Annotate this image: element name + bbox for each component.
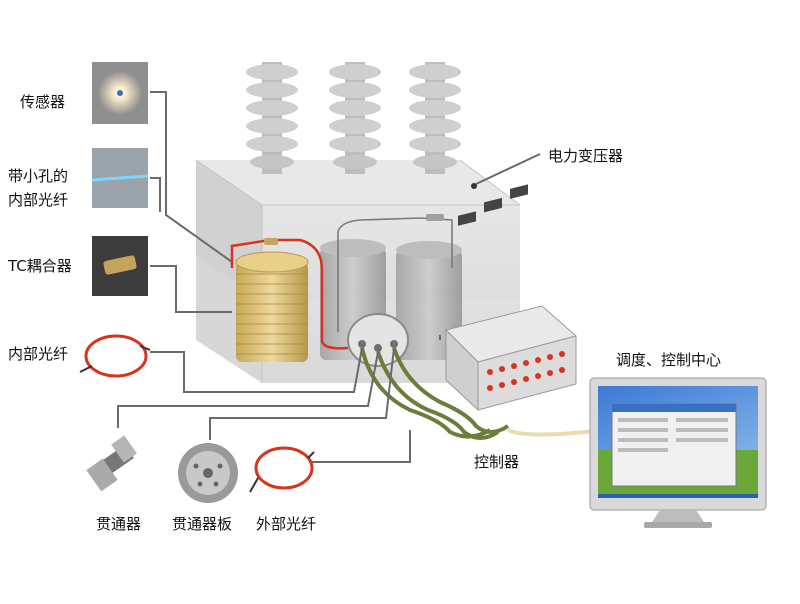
feedthrough-image — [86, 435, 137, 492]
coil-winding — [235, 251, 309, 362]
tc-coupler-thumbnail — [92, 236, 148, 296]
tc-coupler-in-tank — [426, 214, 444, 221]
label-sensor: 传感器 — [20, 93, 66, 111]
label-controller: 控制器 — [474, 453, 520, 471]
feedthrough-plate-image — [178, 443, 238, 503]
inner-fiber-path — [230, 238, 349, 350]
monitor — [589, 377, 767, 528]
insulator-2 — [329, 62, 381, 174]
label-tc-coupler: TC耦合器 — [8, 257, 72, 275]
outer-fiber-image — [249, 446, 315, 493]
insulator-1 — [246, 62, 298, 174]
label-outer-fiber: 外部光纤 — [256, 515, 317, 533]
label-inner-fiber-hole-line2: 内部光纤 — [8, 191, 69, 209]
external-fiber-bundle — [360, 347, 510, 440]
inner-fiber-hole-thumbnail — [91, 148, 149, 208]
label-feedthrough: 贯通器 — [96, 515, 142, 533]
label-control-center: 调度、控制中心 — [616, 351, 722, 369]
sensor-in-tank — [264, 238, 278, 245]
controller-device — [445, 184, 578, 412]
transformer-leader-dot — [471, 183, 477, 189]
controller-to-center-link — [507, 428, 611, 437]
leader-lines — [117, 91, 541, 463]
label-inner-fiber-hole-line1: 带小孔的 — [8, 167, 69, 185]
label-inner-fiber: 内部光纤 — [8, 345, 69, 363]
label-feedthrough-plate: 贯通器板 — [172, 515, 233, 533]
inner-fiber-path-gray — [337, 217, 453, 332]
label-transformer: 电力变压器 — [548, 147, 624, 165]
inner-fiber-thumbnail — [79, 334, 151, 378]
insulator-3 — [409, 62, 461, 174]
sensor-thumbnail — [92, 62, 148, 124]
